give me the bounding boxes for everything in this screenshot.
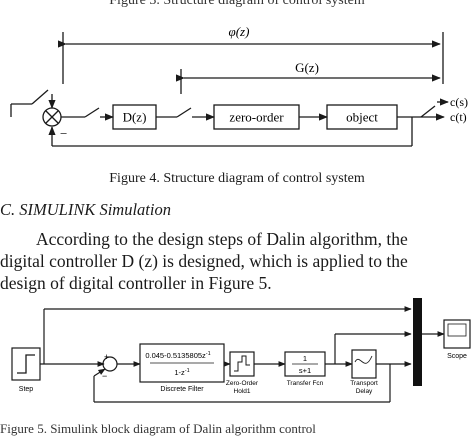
figure-4-structure-diagram: φ(z) G(z) D(z) zero-order object c(s) c(…: [10, 24, 468, 147]
sampler-switch-2: [176, 107, 192, 118]
step-icon: [17, 354, 35, 374]
mux-block: [413, 298, 422, 386]
dz-label: D(z): [123, 110, 147, 125]
zoh-label-1: Zero-Order: [226, 380, 259, 387]
paragraph-line-2: digital controller D (z) is designed, wh…: [0, 251, 408, 271]
filter-label: Discrete Filter: [160, 386, 204, 393]
tf-numerator: 1: [303, 354, 307, 363]
feedback-to-sum: [93, 368, 106, 377]
paragraph-line-1: According to the design steps of Dalin a…: [36, 229, 408, 249]
zoh-label: zero-order: [229, 110, 284, 125]
sampler-switch-1: [84, 107, 100, 118]
figure-4-caption: Figure 4. Structure diagram of control s…: [109, 171, 365, 186]
delay-icon: [354, 355, 373, 364]
sum-plus-sign: +: [104, 352, 109, 362]
filter-numerator: 0.045-0.5135805z-1: [145, 351, 210, 360]
delay-label-2: Delay: [356, 388, 373, 395]
tf-denominator: s+1: [299, 366, 311, 375]
scope-label: Scope: [447, 353, 467, 360]
feedback-minus: −: [60, 126, 67, 141]
tf-label: Transfer Fcn: [287, 380, 324, 387]
transport-delay-block: [351, 349, 377, 379]
paragraph-line-3: design of digital controller in Figure 5…: [0, 273, 272, 293]
delay-label-1: Transport: [350, 380, 378, 387]
output-ct-label: c(t): [450, 110, 467, 124]
phi-label: φ(z): [229, 24, 250, 39]
figure-5-simulink-diagram: + − 0.045-0.5135805z-1 1-z-1 1 s+1 Step …: [11, 298, 471, 403]
top-partial-caption: Figure 3. Structure diagram of control s…: [109, 0, 365, 8]
filter-denominator: 1-z-1: [174, 368, 189, 377]
output-switch: [420, 105, 436, 118]
output-cs-label: c(s): [450, 95, 468, 109]
body-paragraph: According to the design steps of Dalin a…: [0, 228, 474, 294]
zoh-label-2: Hold1: [234, 388, 251, 395]
object-label: object: [346, 110, 378, 125]
section-heading: C. SIMULINK Simulation: [0, 200, 171, 219]
sum-minus-sign: −: [102, 371, 107, 381]
scope-block: [443, 319, 471, 349]
input-switch: [31, 89, 49, 105]
g-label: G(z): [295, 60, 319, 75]
step-label: Step: [19, 386, 34, 393]
zoh-stair-icon: [234, 355, 250, 372]
bottom-partial-caption: Figure 5. Simulink block diagram of Dali…: [0, 421, 316, 436]
